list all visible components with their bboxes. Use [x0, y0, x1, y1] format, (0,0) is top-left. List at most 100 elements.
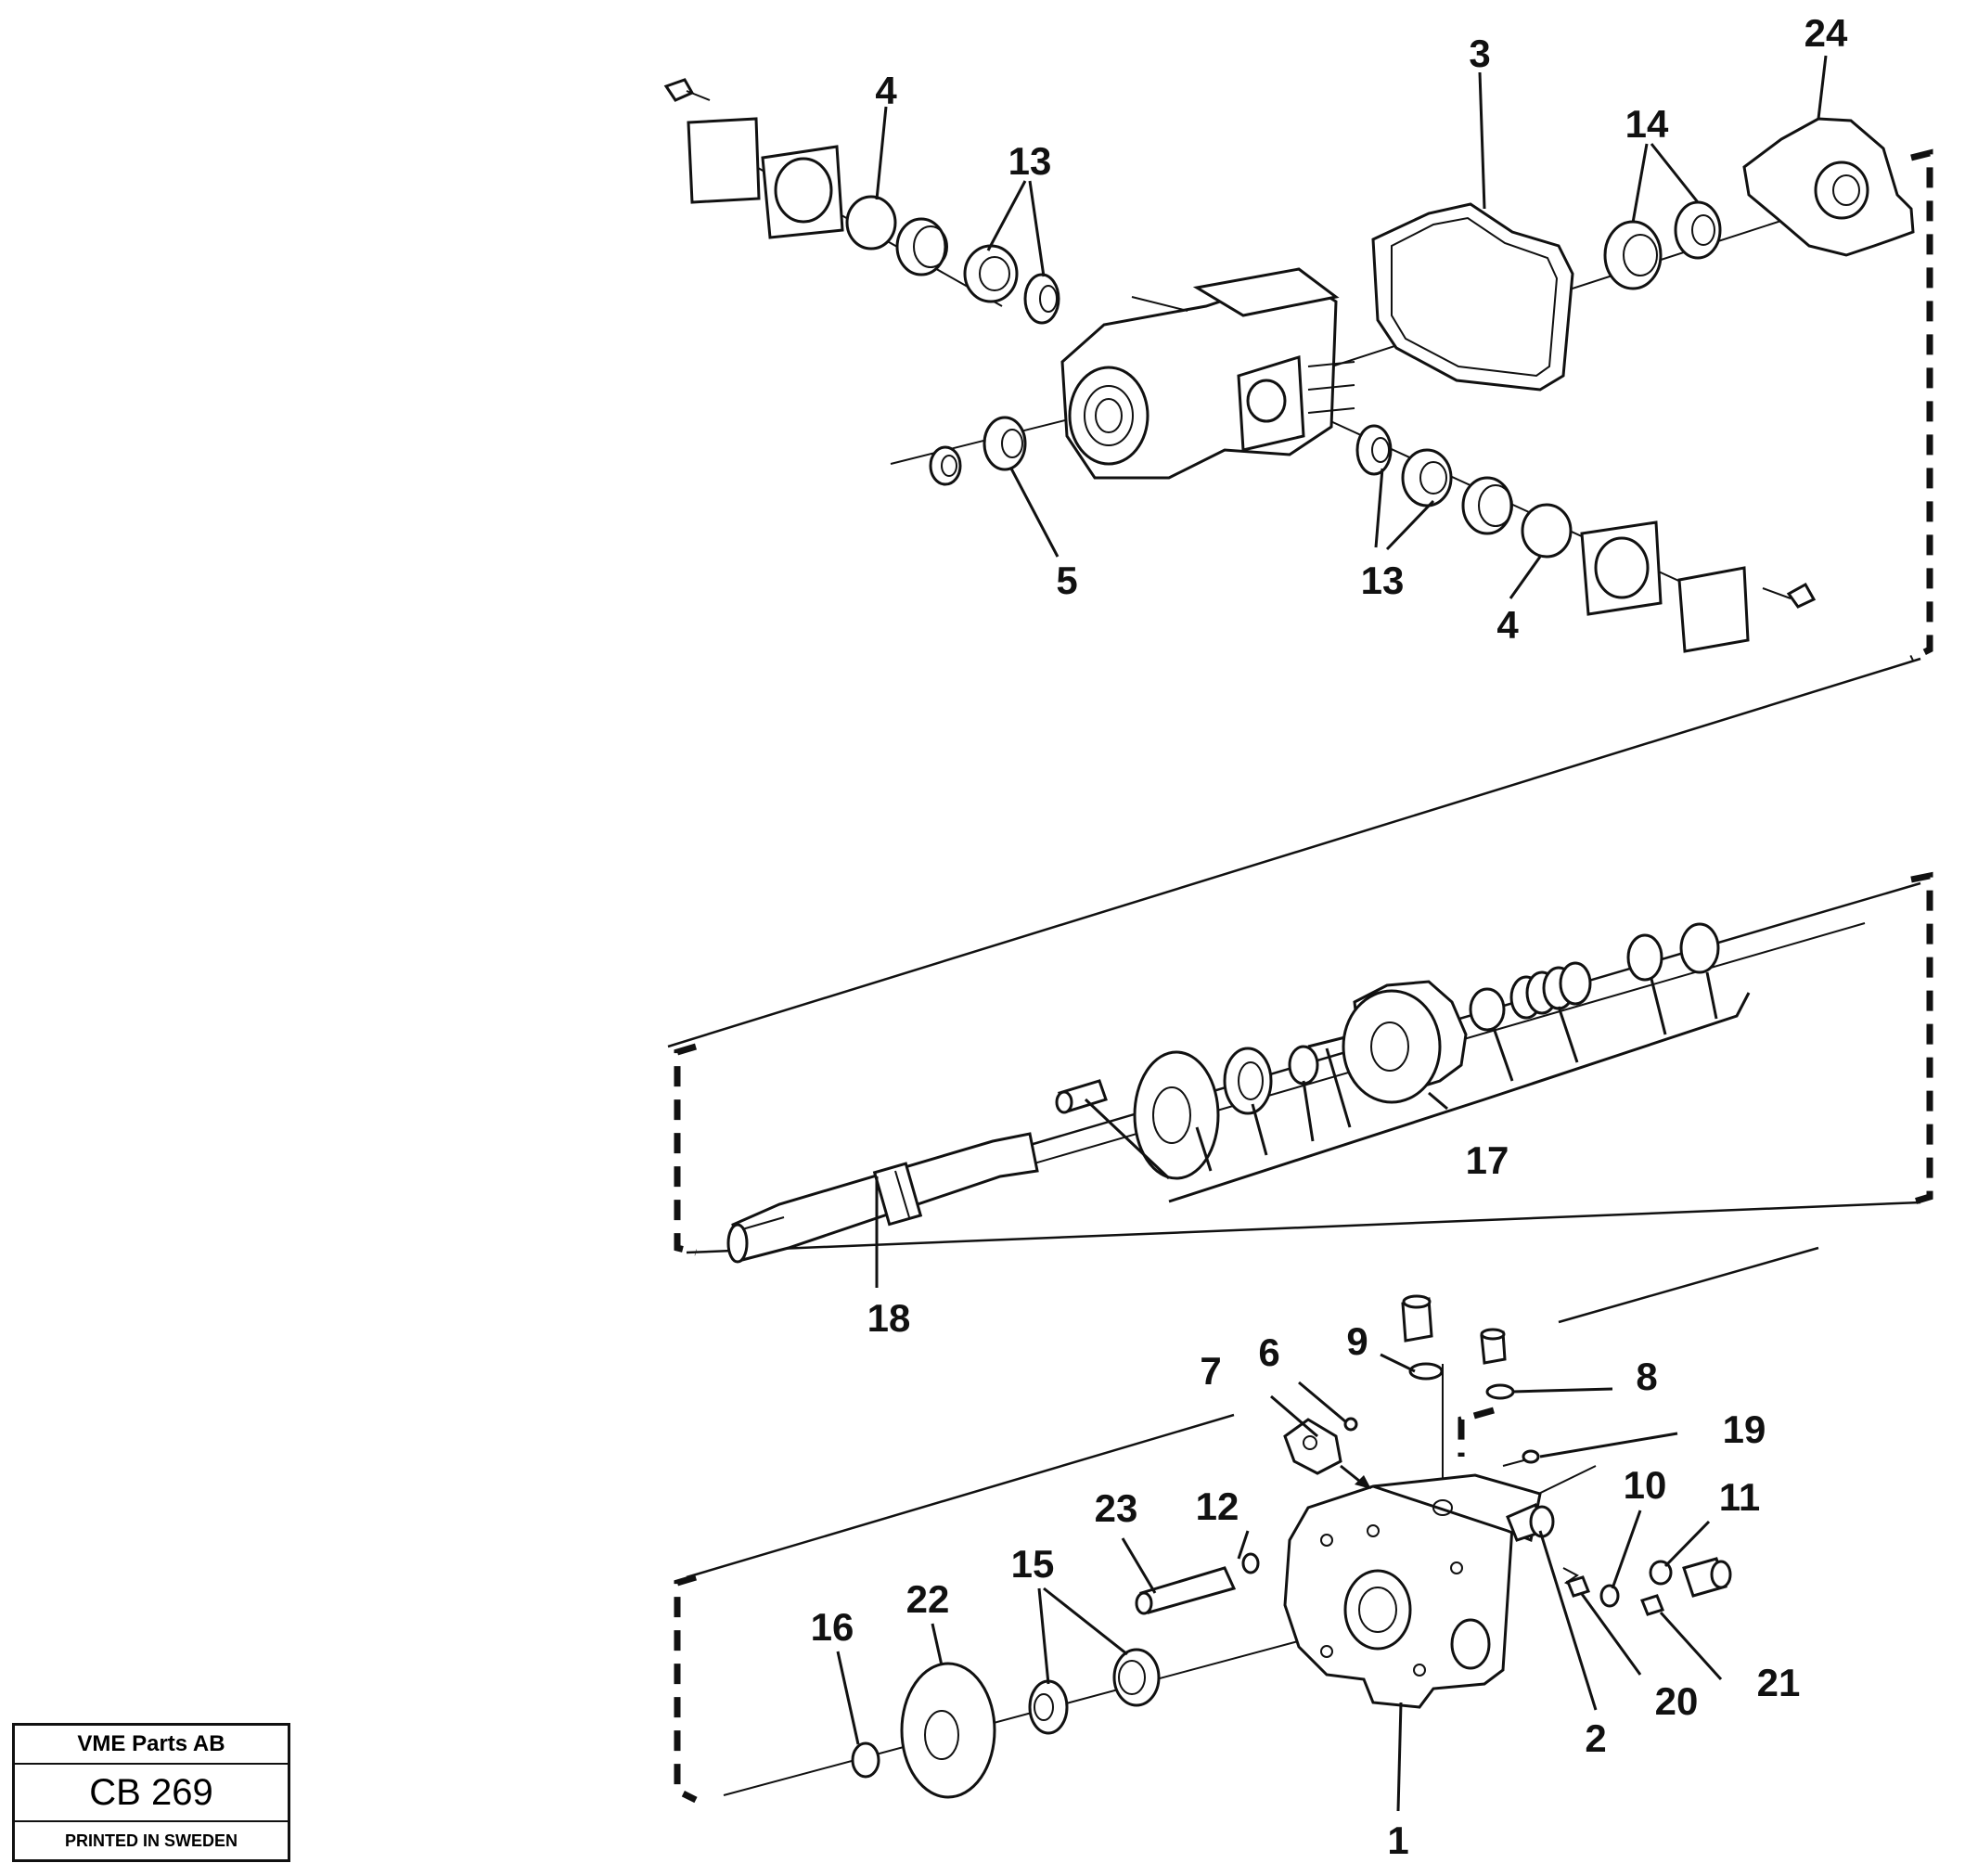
leader-2: [1538, 1530, 1598, 1711]
leader-15-b: [1043, 1587, 1128, 1656]
leader-9: [1380, 1353, 1416, 1373]
bearing-15: [1028, 1648, 1161, 1735]
dashed-edge-middle-bottom: [686, 1201, 1921, 1254]
bearing-13-lower: [1355, 424, 1453, 508]
seal-ring-16: [851, 1741, 880, 1779]
o-ring-11: [1649, 1560, 1673, 1586]
callout-4-bottom: 4: [1496, 603, 1519, 647]
callout-22: 22: [906, 1577, 950, 1621]
bearing-race-left: [895, 217, 948, 276]
leader-16: [836, 1651, 860, 1745]
bearing-13-upper: [963, 244, 1060, 325]
leader-22: [931, 1623, 944, 1666]
screw-19: [1502, 1449, 1540, 1467]
seal-washer-9: [1408, 1362, 1444, 1381]
callout-13-bottom: 13: [1361, 559, 1405, 602]
leader-21: [1659, 1611, 1723, 1681]
flange-right: [1580, 520, 1663, 616]
bearing-race-right-lower: [1461, 476, 1513, 535]
top-assembly: [663, 78, 1933, 1048]
bolt-top-left: [663, 78, 711, 102]
nut-21: [1640, 1594, 1664, 1616]
leader-13-bottom-a: [1374, 468, 1384, 548]
bearing-14: [1603, 200, 1722, 290]
callout-9: 9: [1346, 1319, 1368, 1363]
leader-17-block: [1428, 1091, 1448, 1111]
plug-9: [1401, 1294, 1433, 1343]
o-ring-4-left: [845, 195, 897, 251]
callout-labels: 4 13 3 14 24 5 13 4 17 18 7 6 9 8 19 23 …: [811, 11, 1848, 1862]
port-plate: [1133, 1050, 1220, 1180]
gasket-3: [1371, 202, 1574, 392]
leader-4-top: [875, 106, 888, 200]
bottom-assembly: [674, 1246, 1819, 1804]
callout-5: 5: [1056, 559, 1077, 602]
dashed-path-8: [1458, 1407, 1495, 1457]
pump-housing: [1060, 267, 1355, 480]
leader-17-spring: [1557, 1006, 1579, 1063]
plug-8: [1480, 1328, 1507, 1365]
leader-19: [1539, 1432, 1678, 1458]
bracket-17: [1168, 992, 1751, 1203]
leader-17-seat: [1650, 978, 1667, 1035]
callout-6: 6: [1258, 1330, 1279, 1374]
leader-13-bottom-b: [1385, 499, 1435, 551]
callout-21: 21: [1757, 1661, 1801, 1704]
callout-11: 11: [1719, 1475, 1760, 1519]
leader-8: [1511, 1387, 1613, 1394]
callout-24: 24: [1804, 11, 1848, 55]
end-cover-housing: [1283, 1473, 1542, 1709]
callout-10: 10: [1624, 1463, 1667, 1507]
leader-17-plate: [1195, 1126, 1213, 1172]
leader-lines: [836, 55, 1828, 1812]
leader-12: [1237, 1530, 1250, 1560]
leader-17-washer: [1492, 1027, 1514, 1082]
drawing-code: CB 269: [15, 1765, 288, 1822]
leader-17-clip: [1302, 1080, 1315, 1142]
callout-23: 23: [1095, 1486, 1138, 1530]
callout-1: 1: [1387, 1818, 1408, 1862]
leader-11: [1663, 1520, 1711, 1568]
bolt-bottom-right: [1762, 582, 1817, 609]
dashed-bracket-middle-right: [1909, 871, 1933, 1206]
cylinder-block: [1342, 980, 1468, 1104]
callout-16: 16: [811, 1605, 854, 1649]
leader-5: [1009, 468, 1060, 558]
seal-washer-8: [1485, 1383, 1515, 1400]
spool-23: [1135, 1566, 1237, 1615]
pin: [1055, 1079, 1108, 1114]
plug-2: [1506, 1502, 1555, 1542]
leader-14-a: [1631, 143, 1649, 224]
dashed-bracket-bottom-left: [674, 1574, 698, 1804]
callout-14: 14: [1625, 102, 1669, 146]
bearing-cover-24: [1742, 117, 1915, 257]
callout-15: 15: [1011, 1542, 1055, 1586]
callout-19: 19: [1723, 1407, 1766, 1451]
callout-17: 17: [1466, 1138, 1509, 1182]
dashed-link-top-to-middle: [667, 657, 1921, 1048]
dashed-edge-bottom-top: [686, 1413, 1235, 1579]
shaft-seal-22: [900, 1662, 996, 1799]
leader-15-a: [1037, 1587, 1050, 1685]
seal-ring-5: [929, 445, 962, 486]
plug-11: [1682, 1557, 1732, 1598]
nozzle-plate-7: [1283, 1418, 1342, 1475]
callout-7: 7: [1200, 1349, 1221, 1393]
callout-12: 12: [1196, 1484, 1239, 1528]
dashed-bracket-middle-left: [674, 1043, 698, 1256]
leader-17-pin: [1084, 1098, 1171, 1180]
leader-1: [1396, 1702, 1403, 1812]
arrowhead-7: [1355, 1475, 1371, 1489]
bearing-5: [982, 416, 1027, 471]
nozzle-6: [1343, 1417, 1358, 1432]
leader-17-key: [1325, 1047, 1352, 1128]
leader-10: [1611, 1510, 1642, 1589]
callout-20: 20: [1655, 1679, 1699, 1723]
leader-4-bottom: [1509, 556, 1542, 599]
nut-20: [1566, 1575, 1590, 1598]
spring: [1509, 961, 1592, 1020]
cover-plate-right: [1677, 566, 1750, 653]
callout-13-top: 13: [1008, 139, 1052, 183]
callout-8: 8: [1636, 1355, 1657, 1398]
